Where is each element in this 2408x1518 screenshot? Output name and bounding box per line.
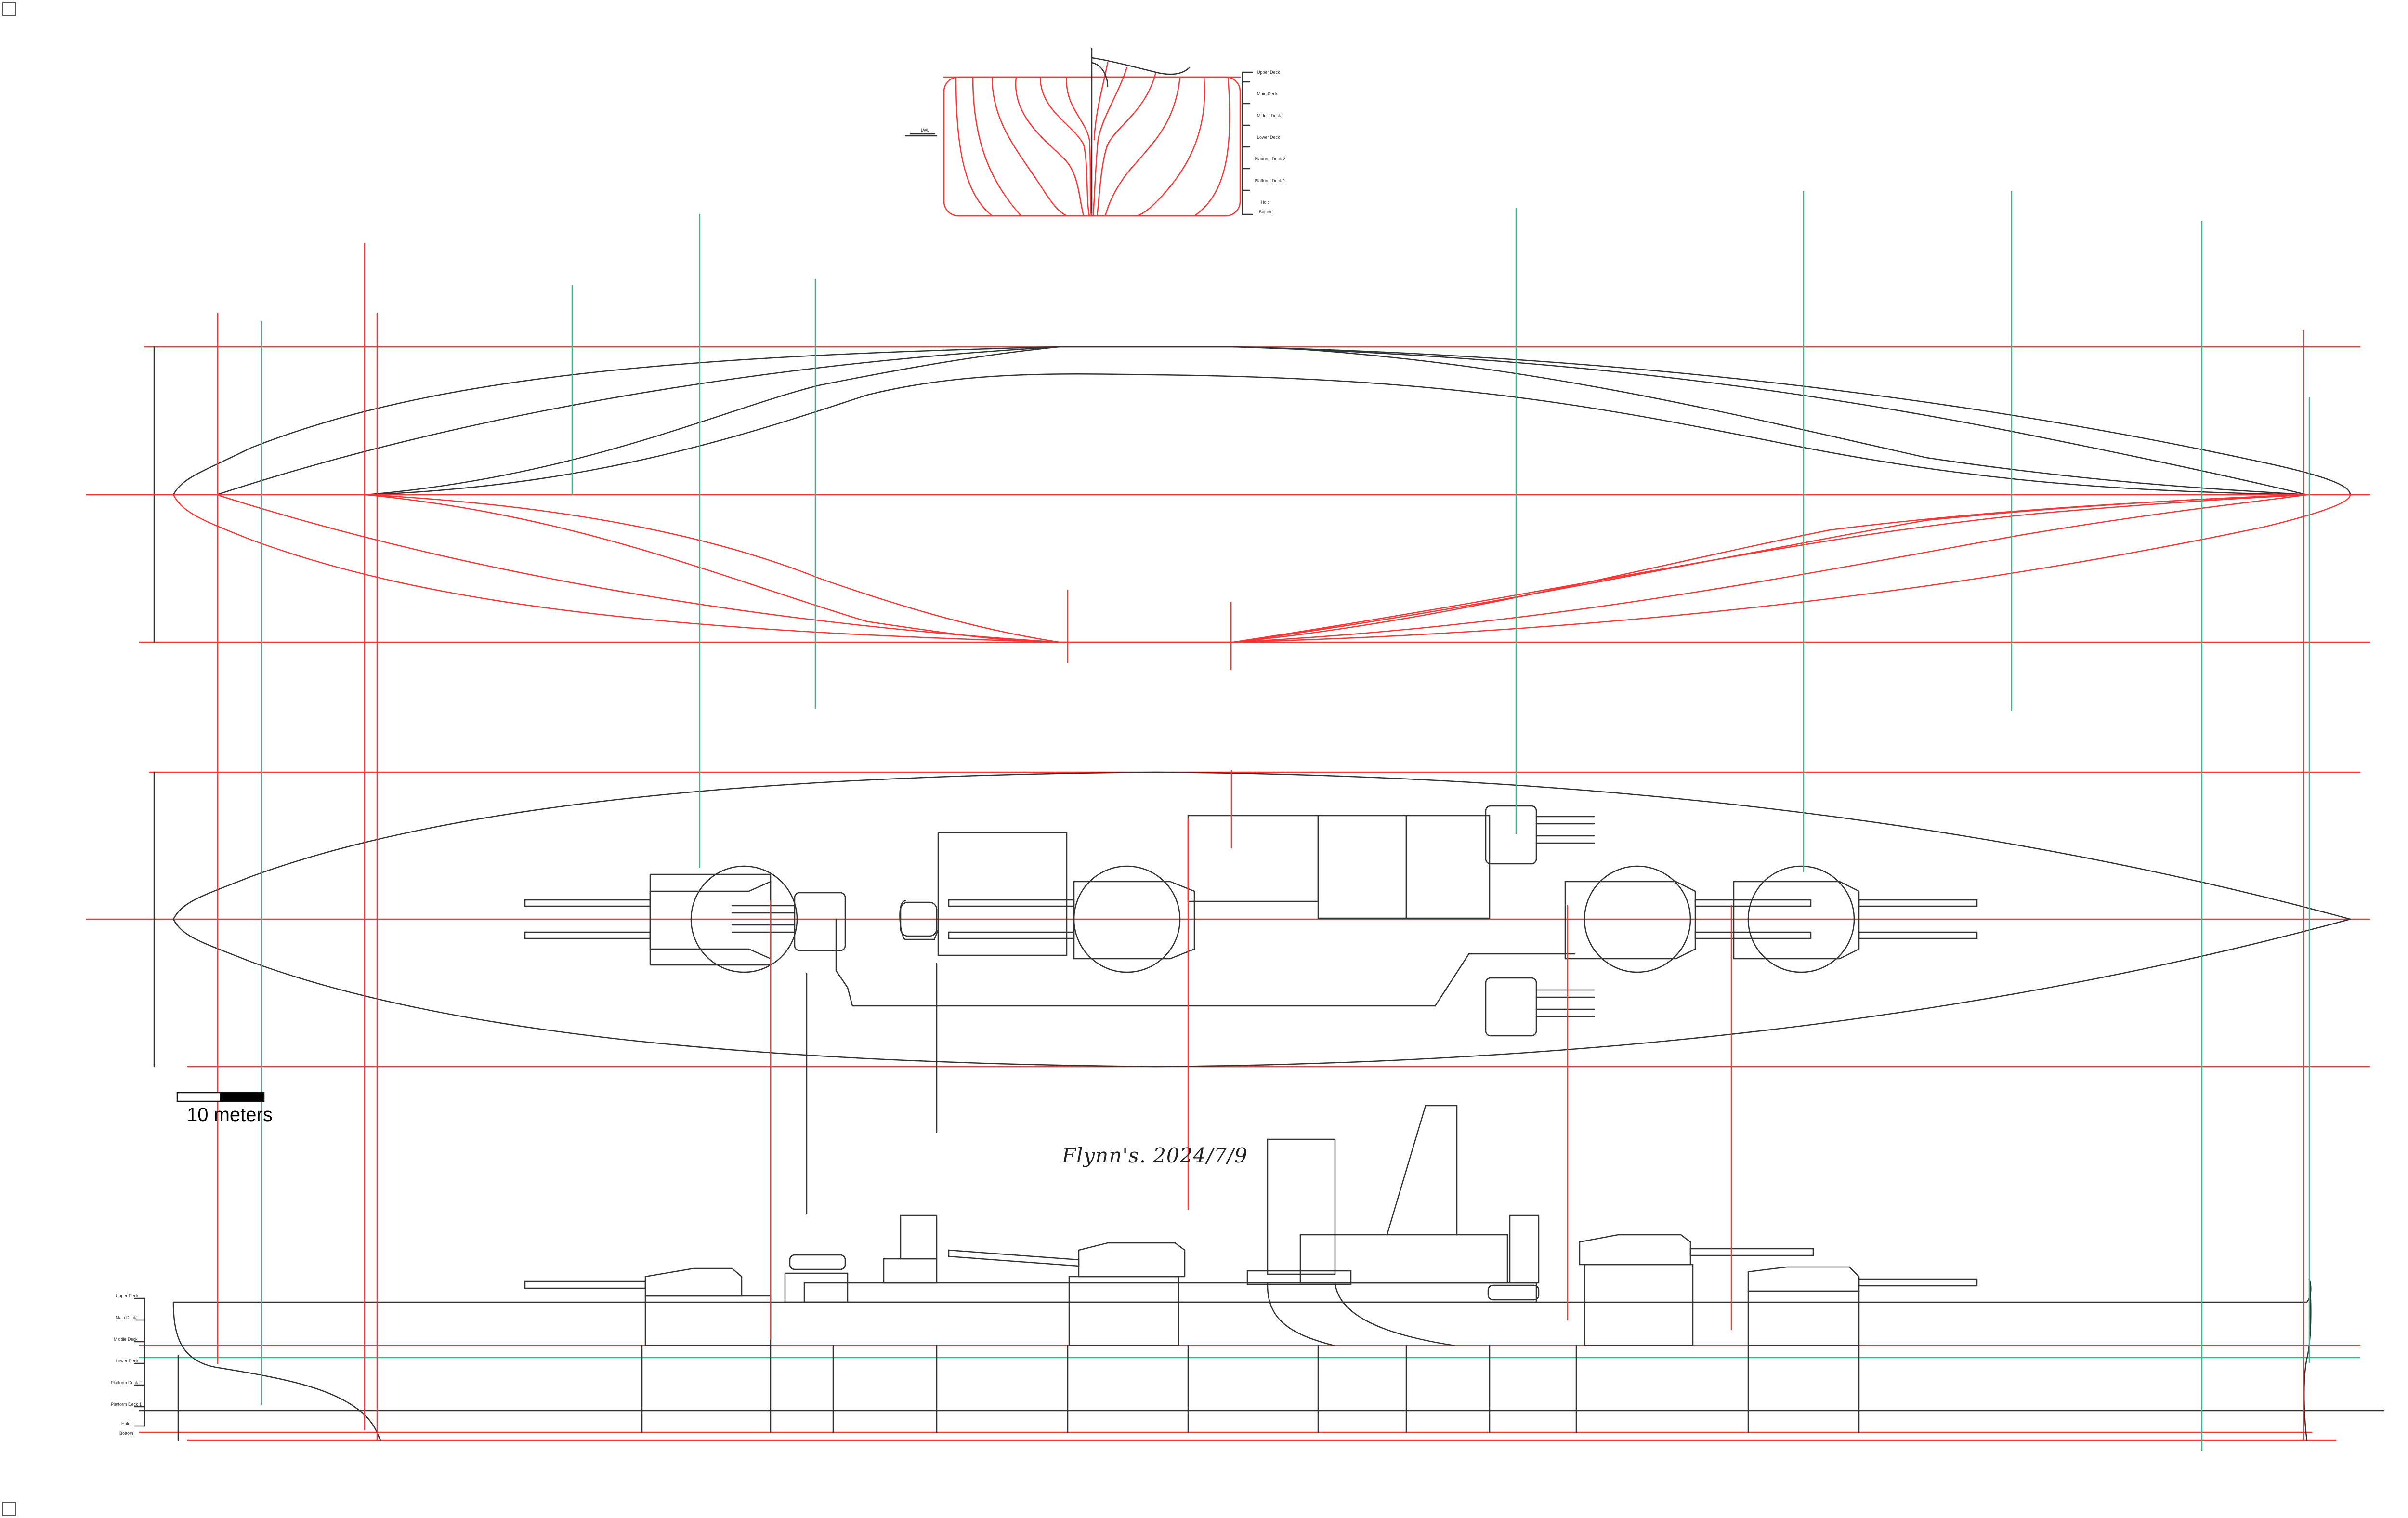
profile-level-label: Middle Deck [114, 1337, 138, 1342]
author-signature: Flynn's. 2024/7/9 [1062, 1144, 1248, 1167]
profile-level-label: Hold [121, 1421, 131, 1426]
half-breadth-plan [86, 346, 2370, 671]
scale-bar [176, 1092, 265, 1102]
body-plan-level-label: Upper Deck [1257, 70, 1280, 75]
deck-plan [86, 771, 2370, 1215]
profile-level-label: Main Deck [116, 1315, 136, 1320]
corner-marker-bottom-left [2, 1502, 16, 1516]
corner-marker-top-left [2, 2, 16, 16]
body-plan-level-label: Bottom [1259, 210, 1273, 214]
body-plan [904, 47, 1253, 217]
profile-level-label: Bottom [119, 1431, 133, 1436]
station-lines [217, 191, 2310, 1451]
body-plan-level-label: Platform Deck 1 [1255, 178, 1285, 183]
body-plan-level-label: Lower Deck [1257, 135, 1280, 140]
profile-level-label: Upper Deck [116, 1294, 139, 1298]
body-plan-level-label: Platform Deck 2 [1255, 157, 1285, 161]
body-plan-level-label: Main Deck [1257, 92, 1278, 96]
scale-bar-label: 10 meters [187, 1104, 273, 1125]
body-plan-small-label: LWL [921, 128, 929, 132]
profile-level-labels: Upper Deck Main Deck Middle Deck Lower D… [111, 1294, 142, 1436]
body-plan-level-labels: Upper Deck Main Deck Middle Deck Lower D… [921, 70, 1285, 214]
body-plan-level-label: Middle Deck [1257, 113, 1281, 118]
profile-view [134, 1105, 2385, 1441]
profile-level-label: Platform Deck 1 [111, 1402, 142, 1407]
profile-level-label: Platform Deck 2 [111, 1380, 142, 1385]
body-plan-level-label: Hold [1261, 200, 1270, 205]
profile-level-label: Lower Deck [116, 1359, 139, 1363]
